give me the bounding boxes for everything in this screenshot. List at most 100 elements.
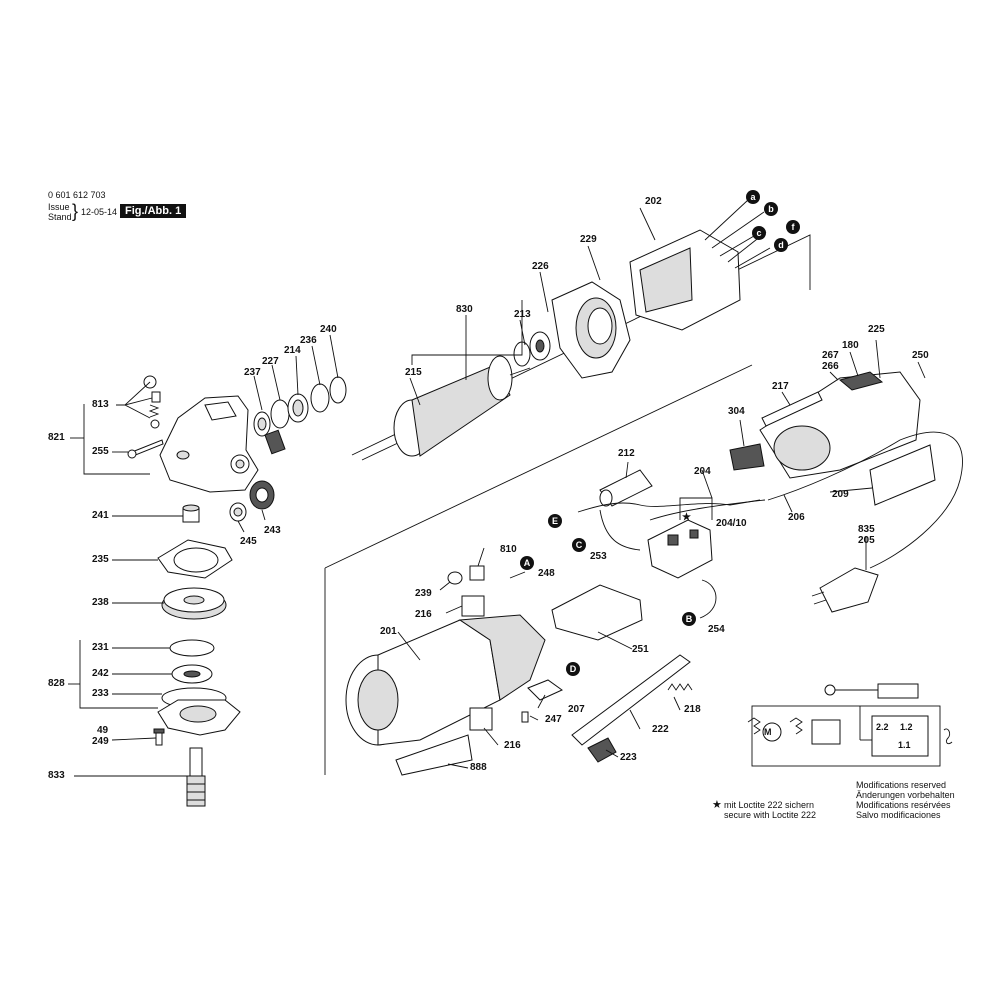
field-coil-202 [629, 199, 771, 331]
callout-223: 223 [620, 752, 637, 763]
callout-229: 229 [580, 234, 597, 245]
callout-231: 231 [92, 642, 109, 653]
callout-235: 235 [92, 554, 109, 565]
callout-245: 245 [240, 536, 257, 547]
gear-housing [159, 395, 259, 493]
callout-204-10: 204/10 [716, 518, 747, 529]
stand-label: Stand [48, 212, 72, 222]
circlip-231 [169, 639, 215, 657]
screw-249 [153, 728, 165, 746]
callout-225: 225 [868, 324, 885, 335]
connector-c: c [752, 226, 766, 240]
screw-247 [521, 711, 529, 723]
notice-line-4: Salvo modificaciones [856, 810, 941, 820]
schematic-2-2: 2.2 [876, 722, 889, 732]
callout-238: 238 [92, 597, 109, 608]
callout-206: 206 [788, 512, 805, 523]
suppressor-810 [447, 565, 485, 585]
callout-233: 233 [92, 688, 109, 699]
electronic-module-251 [551, 584, 643, 641]
callout-213: 213 [514, 309, 531, 320]
bevel-gear-238 [161, 587, 227, 620]
nut-245 [229, 502, 247, 522]
insulation-888 [395, 734, 473, 776]
callout-254: 254 [708, 624, 725, 635]
screw-255 [127, 439, 164, 459]
callout-209: 209 [832, 489, 849, 500]
wire-253 [577, 499, 761, 513]
callout-835: 835 [858, 524, 875, 535]
loctite-star-footnote-icon: ★ [712, 799, 722, 811]
callout-218: 218 [684, 704, 701, 715]
capacitor-212 [599, 469, 653, 507]
callout-201: 201 [380, 626, 397, 637]
callout-255: 255 [92, 446, 109, 457]
bearing-stack [253, 376, 347, 455]
callout-250: 250 [912, 350, 929, 361]
connector-D: D [566, 662, 580, 676]
spindle-lock-parts [143, 375, 161, 429]
callout-240: 240 [320, 324, 337, 335]
callout-204: 204 [694, 466, 711, 477]
callout-207: 207 [568, 704, 585, 715]
cable-206 [767, 431, 963, 569]
label-304 [729, 443, 765, 471]
terminal-216a [461, 595, 485, 617]
callout-222: 222 [652, 724, 669, 735]
callout-243: 243 [264, 525, 281, 536]
wiring-schematic [747, 683, 953, 767]
callout-215: 215 [405, 367, 422, 378]
bearing-242 [171, 664, 213, 684]
notice-line-3: Modifications resérvées [856, 800, 951, 810]
callout-249: 249 [92, 736, 109, 747]
part-number: 0 601 612 703 [48, 190, 106, 200]
callout-813: 813 [92, 399, 109, 410]
callout-810: 810 [500, 544, 517, 555]
armature-215 [361, 355, 531, 461]
callout-242: 242 [92, 668, 109, 679]
callout-241: 241 [92, 510, 109, 521]
bearing-241 [182, 504, 200, 523]
schematic-motor-label: M [764, 727, 772, 737]
footnote-line-2: secure with Loctite 222 [724, 810, 817, 820]
connector-a: a [746, 190, 760, 204]
callout-267: 267 [822, 350, 839, 361]
callout-888: 888 [470, 762, 487, 773]
spring-218 [667, 683, 693, 691]
connector-f: f [786, 220, 800, 234]
callout-821: 821 [48, 432, 65, 443]
figure-label: Fig./Abb. 1 [120, 204, 187, 218]
spindle-833 [186, 747, 206, 807]
callout-214: 214 [284, 345, 301, 356]
connector-b: b [764, 202, 778, 216]
cover-209 [869, 444, 936, 506]
callout-180: 180 [842, 340, 859, 351]
callout-236: 236 [300, 335, 317, 346]
callout-833: 833 [48, 770, 65, 781]
callout-216-lower: 216 [504, 740, 521, 751]
callout-251: 251 [632, 644, 649, 655]
wire-254 [699, 579, 717, 619]
callout-828: 828 [48, 678, 65, 689]
callout-227: 227 [262, 356, 279, 367]
connector-A: A [520, 556, 534, 570]
notice-line-2: Änderungen vorbehalten [856, 790, 955, 800]
frame-line-lower [324, 364, 753, 569]
pinion-243 [249, 480, 275, 510]
slide-button-223 [587, 737, 617, 763]
schematic-1-1: 1.1 [898, 740, 911, 750]
leader-lines [68, 207, 926, 777]
callout-212: 212 [618, 448, 635, 459]
callout-237: 237 [244, 367, 261, 378]
connector-C: C [572, 538, 586, 552]
bracket-207 [527, 679, 563, 701]
brace: } [72, 201, 79, 221]
terminal-216b [469, 707, 493, 731]
connector-d: d [774, 238, 788, 252]
motor-housing-201 [345, 614, 546, 746]
callout-247: 247 [545, 714, 562, 725]
switch-204 [647, 519, 713, 579]
callout-304: 304 [728, 406, 745, 417]
callout-253: 253 [590, 551, 607, 562]
